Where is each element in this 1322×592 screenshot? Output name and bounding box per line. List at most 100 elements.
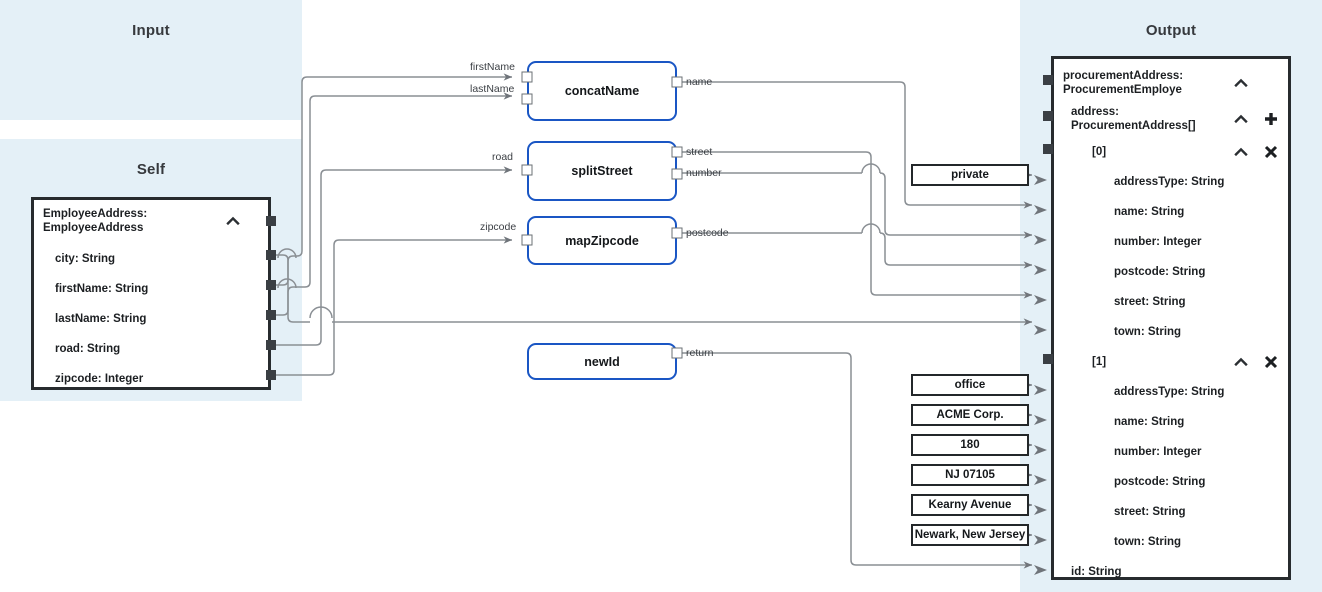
output-port[interactable] [1034, 383, 1048, 395]
port-out-postcode[interactable] [671, 227, 683, 239]
function-node-splitstreet[interactable]: splitStreet [527, 141, 677, 201]
output-row-label: street: String [1114, 295, 1186, 308]
output-port[interactable] [1034, 173, 1048, 185]
output-row-label: addressType: String [1114, 175, 1225, 188]
port-out-name[interactable] [671, 76, 683, 88]
self-port-firstname[interactable] [266, 280, 276, 290]
output-port[interactable] [1034, 233, 1048, 245]
chevron-up-icon[interactable] [224, 212, 242, 230]
self-port-zipcode[interactable] [266, 370, 276, 380]
chevron-up-icon[interactable] [1232, 74, 1250, 92]
port-in-firstname[interactable] [521, 71, 533, 83]
function-node-mapzipcode[interactable]: mapZipcode [527, 216, 677, 265]
output-row[interactable]: street: String [1054, 497, 1288, 527]
port-out-number[interactable] [671, 168, 683, 180]
output-row[interactable]: postcode: String [1054, 257, 1288, 287]
self-port-lastname[interactable] [266, 310, 276, 320]
output-port[interactable] [1034, 563, 1048, 575]
constant-box[interactable]: Newark, New Jersey [911, 524, 1029, 546]
chevron-up-icon[interactable] [1232, 143, 1250, 161]
output-row[interactable]: town: String [1054, 527, 1288, 557]
output-row-label: town: String [1114, 325, 1182, 338]
output-port[interactable] [1043, 354, 1053, 364]
self-card-header[interactable]: EmployeeAddress: EmployeeAddress [34, 200, 268, 242]
output-row[interactable]: street: String [1054, 287, 1288, 317]
self-field-row[interactable]: city: String [34, 244, 268, 274]
constant-value: office [954, 379, 986, 391]
input-panel-title: Input [132, 22, 170, 39]
output-port[interactable] [1034, 443, 1048, 455]
output-row[interactable]: postcode: String [1054, 467, 1288, 497]
self-port-city[interactable] [266, 250, 276, 260]
output-row-label: name: String [1114, 415, 1185, 428]
close-icon[interactable] [1262, 143, 1280, 161]
port-out-street[interactable] [671, 146, 683, 158]
self-field-row[interactable]: firstName: String [34, 274, 268, 304]
output-row[interactable]: addressType: String [1054, 167, 1288, 197]
output-row[interactable]: address: ProcurementAddress[] [1054, 101, 1288, 137]
output-row[interactable]: name: String [1054, 407, 1288, 437]
self-field-label: city: String [55, 252, 116, 265]
port-label-number: number [686, 167, 722, 179]
constant-box[interactable]: Kearny Avenue [911, 494, 1029, 516]
port-in-road[interactable] [521, 164, 533, 176]
function-node-label: newId [584, 354, 620, 369]
port-in-lastname[interactable] [521, 93, 533, 105]
function-node-newid[interactable]: newId [527, 343, 677, 380]
constant-value: 180 [960, 439, 980, 451]
output-row[interactable]: name: String [1054, 197, 1288, 227]
self-field-row[interactable]: lastName: String [34, 304, 268, 334]
chevron-up-icon[interactable] [1232, 110, 1250, 128]
plus-icon[interactable] [1262, 110, 1280, 128]
port-in-zipcode[interactable] [521, 234, 533, 246]
port-out-return[interactable] [671, 347, 683, 359]
output-port[interactable] [1034, 323, 1048, 335]
output-panel-title: Output [1145, 22, 1197, 39]
self-field-row[interactable]: zipcode: Integer [34, 364, 268, 394]
constant-value: private [951, 169, 989, 181]
output-row[interactable]: town: String [1054, 317, 1288, 347]
output-port[interactable] [1034, 293, 1048, 305]
output-port[interactable] [1043, 75, 1053, 85]
output-row[interactable]: id: String [1054, 557, 1288, 587]
constant-box[interactable]: office [911, 374, 1029, 396]
output-row-label: addressType: String [1114, 385, 1225, 398]
self-field-label: firstName: String [55, 282, 149, 295]
output-port[interactable] [1034, 533, 1048, 545]
constant-box[interactable]: private [911, 164, 1029, 186]
port-label-lastname: lastName [470, 83, 515, 95]
output-row-label: postcode: String [1114, 265, 1206, 278]
output-port[interactable] [1034, 473, 1048, 485]
function-node-concatname[interactable]: concatName [527, 61, 677, 121]
output-row[interactable]: [1] [1054, 347, 1288, 377]
input-panel [0, 0, 302, 120]
output-port[interactable] [1034, 263, 1048, 275]
constant-box[interactable]: NJ 07105 [911, 464, 1029, 486]
constant-value: ACME Corp. [936, 409, 1004, 421]
port-label-road: road [492, 151, 514, 163]
self-field-row[interactable]: road: String [34, 334, 268, 364]
constant-box[interactable]: ACME Corp. [911, 404, 1029, 426]
output-port[interactable] [1034, 413, 1048, 425]
port-label-firstname: firstName [470, 61, 515, 73]
output-row-label: [0] [1092, 145, 1107, 158]
self-port-road[interactable] [266, 340, 276, 350]
output-row[interactable]: number: Integer [1054, 227, 1288, 257]
output-port[interactable] [1034, 203, 1048, 215]
output-row[interactable]: procurementAddress: ProcurementEmploye [1054, 65, 1288, 101]
chevron-up-icon[interactable] [1232, 353, 1250, 371]
port-label-zipcode: zipcode [480, 221, 517, 233]
constant-box[interactable]: 180 [911, 434, 1029, 456]
output-row-label: postcode: String [1114, 475, 1206, 488]
output-row-label: id: String [1071, 565, 1122, 578]
self-port-header[interactable] [266, 216, 276, 226]
output-row[interactable]: addressType: String [1054, 377, 1288, 407]
output-port[interactable] [1034, 503, 1048, 515]
output-port[interactable] [1043, 111, 1053, 121]
output-row[interactable]: [0] [1054, 137, 1288, 167]
output-port[interactable] [1043, 144, 1053, 154]
self-panel-title: Self [136, 161, 166, 178]
output-row[interactable]: number: Integer [1054, 437, 1288, 467]
close-icon[interactable] [1262, 353, 1280, 371]
